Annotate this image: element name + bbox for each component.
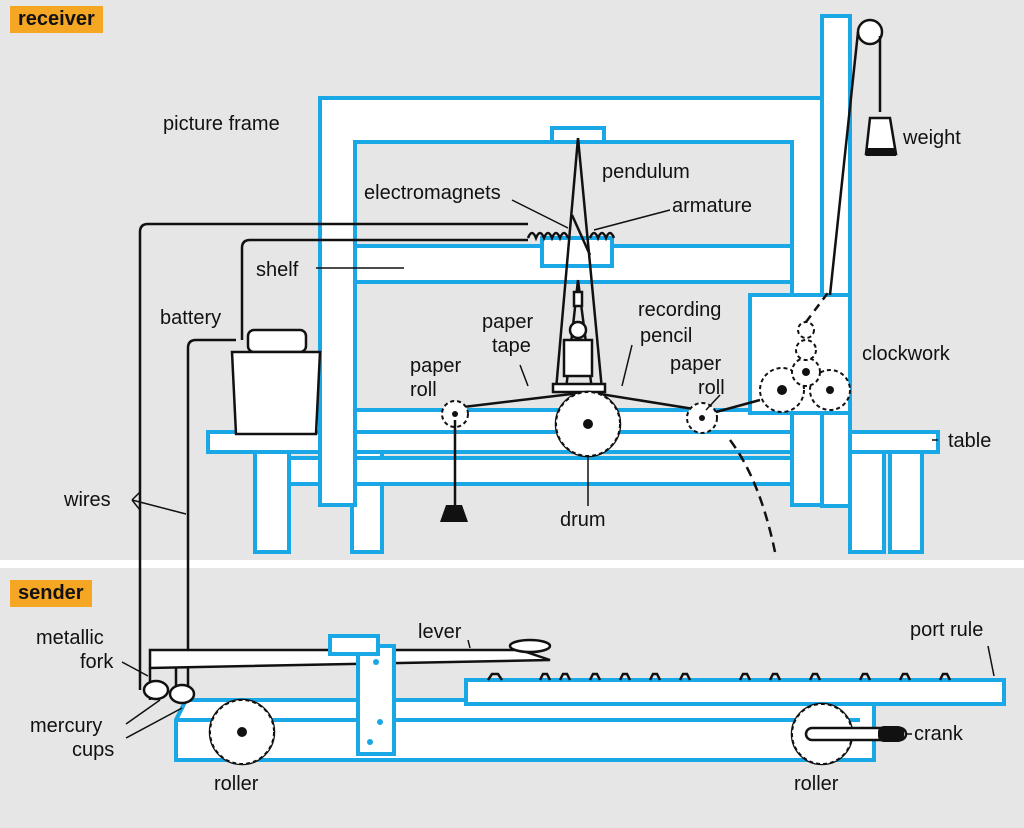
tape-weight bbox=[440, 505, 468, 522]
electromagnet-coil-right bbox=[588, 231, 616, 242]
pulley bbox=[856, 18, 884, 46]
label-paper-roll-left-2: roll bbox=[410, 379, 437, 401]
mercury-cup-right bbox=[168, 683, 196, 705]
table bbox=[206, 430, 940, 554]
battery bbox=[230, 328, 322, 436]
mercury-cup-left bbox=[142, 679, 170, 701]
label-drum: drum bbox=[560, 509, 606, 531]
wires bbox=[138, 222, 528, 700]
label-wires: wires bbox=[63, 489, 111, 511]
label-roller-right: roller bbox=[794, 773, 839, 795]
label-clockwork: clockwork bbox=[862, 343, 951, 365]
label-weight: weight bbox=[902, 127, 961, 149]
label-roller-left: roller bbox=[214, 773, 259, 795]
label-shelf: shelf bbox=[256, 259, 299, 281]
crank bbox=[804, 726, 908, 742]
shelf-bracket bbox=[540, 236, 614, 268]
leader-lines bbox=[121, 199, 995, 739]
label-metallic-fork-2: fork bbox=[80, 651, 114, 673]
label-paper-roll-left-1: paper bbox=[410, 355, 461, 377]
label-electromagnets: electromagnets bbox=[364, 182, 501, 204]
port-rule bbox=[464, 678, 1006, 706]
label-table: table bbox=[948, 430, 991, 452]
label-crank: crank bbox=[914, 723, 964, 745]
label-mercury-cups-2: cups bbox=[72, 739, 114, 761]
picture-frame bbox=[318, 14, 852, 508]
label-picture-frame: picture frame bbox=[163, 113, 280, 135]
lever bbox=[148, 638, 552, 670]
label-paper-roll-right-2: roll bbox=[698, 377, 725, 399]
label-paper-tape-2: tape bbox=[492, 335, 531, 357]
clockwork-gears bbox=[759, 289, 851, 413]
section-divider bbox=[0, 560, 1024, 568]
tape-exit bbox=[728, 439, 777, 553]
label-pendulum: pendulum bbox=[602, 161, 690, 183]
label-lever: lever bbox=[418, 621, 462, 643]
label-recording-pencil-1: recording bbox=[638, 299, 721, 321]
pendulum bbox=[551, 137, 607, 394]
electromagnet-coil-left bbox=[526, 231, 570, 242]
label-mercury-cups-1: mercury bbox=[30, 715, 102, 737]
label-recording-pencil-2: pencil bbox=[640, 325, 692, 347]
label-port-rule: port rule bbox=[910, 619, 983, 641]
label-armature: armature bbox=[672, 195, 752, 217]
label-metallic-fork-1: metallic bbox=[36, 627, 104, 649]
section-tag-receiver: receiver bbox=[10, 6, 103, 33]
label-battery: battery bbox=[160, 307, 221, 329]
sender-base bbox=[174, 698, 876, 762]
armature bbox=[570, 214, 592, 256]
port-rule-pins bbox=[486, 672, 952, 681]
label-paper-tape-1: paper bbox=[482, 311, 533, 333]
label-paper-roll-right-1: paper bbox=[670, 353, 721, 375]
lever-cap bbox=[328, 634, 380, 656]
section-tag-sender: sender bbox=[10, 580, 92, 607]
